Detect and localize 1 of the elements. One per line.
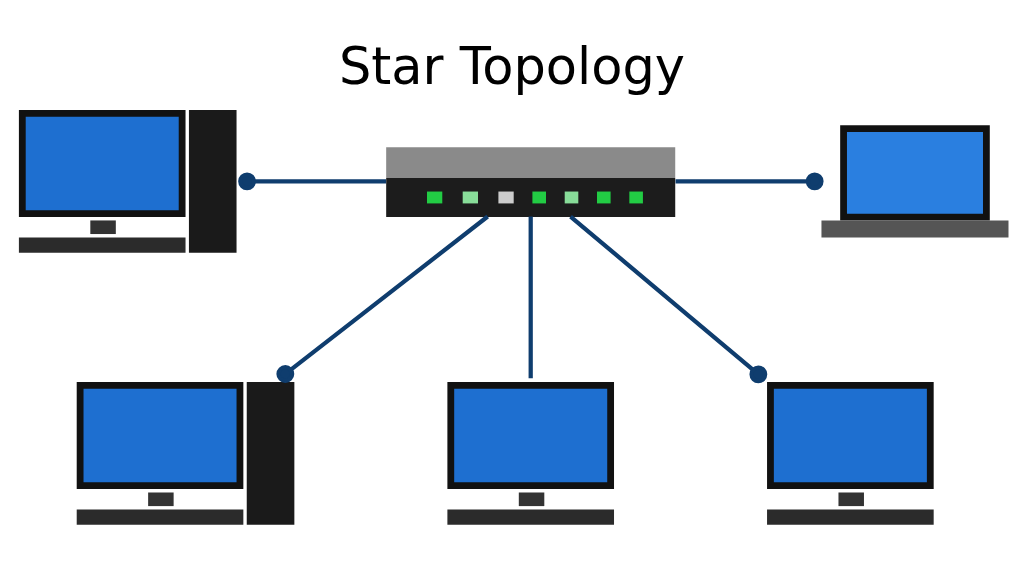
diagram-title: Star Topology — [339, 36, 685, 96]
